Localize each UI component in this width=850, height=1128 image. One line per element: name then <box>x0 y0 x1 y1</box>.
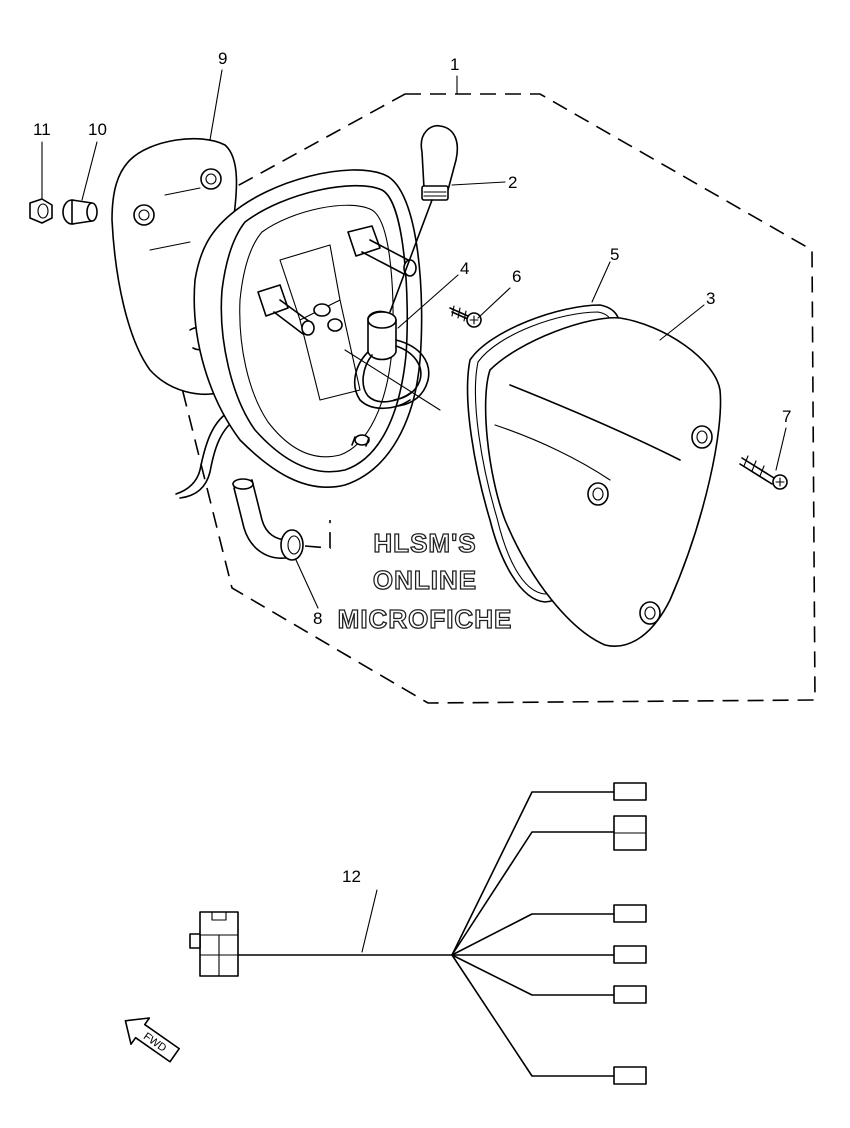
part-8-drain-tube <box>232 478 331 561</box>
callout-10: 10 <box>88 120 107 139</box>
callout-4: 4 <box>460 259 469 278</box>
harness-connector-4 <box>613 945 647 964</box>
callout-3: 3 <box>706 289 715 308</box>
part-12-wire-harness <box>189 782 647 1085</box>
callout-1: 1 <box>450 55 459 74</box>
harness-connector-6 <box>613 1066 647 1085</box>
callout-8: 8 <box>313 609 322 628</box>
callout-2: 2 <box>508 173 517 192</box>
callout-12: 12 <box>342 867 361 886</box>
watermark-line-1: HLSM'S <box>373 528 476 558</box>
part-7-screw <box>739 455 788 490</box>
callout-5: 5 <box>610 245 619 264</box>
part-2-bulb <box>389 124 459 313</box>
watermark-line-3: MICROFICHE <box>338 604 513 634</box>
callout-labels: 1 2 3 4 5 6 7 8 9 10 11 12 <box>33 49 791 886</box>
callout-9: 9 <box>218 49 227 68</box>
watermark: HLSM'S ONLINE MICROFICHE <box>337 527 513 634</box>
callout-7: 7 <box>782 407 791 426</box>
harness-connector-5 <box>613 985 647 1004</box>
harness-connector-1 <box>613 782 647 801</box>
part-4-bulb-socket <box>344 310 441 411</box>
part-11-nut <box>29 198 53 224</box>
housing-wire-lead <box>175 409 241 499</box>
part-3-lens <box>484 316 722 647</box>
harness-connector-3 <box>613 904 647 923</box>
callout-6: 6 <box>512 267 521 286</box>
assembly-boundary <box>159 93 816 704</box>
part-10-collar <box>62 199 98 225</box>
part-6-screw <box>449 305 482 328</box>
callout-11: 11 <box>33 120 51 139</box>
watermark-line-2: ONLINE <box>373 565 477 595</box>
leader-lines <box>41 69 787 609</box>
lamp-housing <box>193 169 423 489</box>
fwd-direction-arrow: FWD <box>124 1017 180 1063</box>
